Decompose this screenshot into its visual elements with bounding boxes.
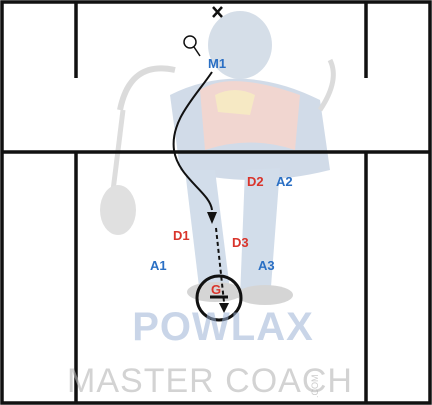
player-a1: A1: [150, 258, 167, 273]
player-goalie: G: [211, 282, 221, 297]
player-a2: A2: [276, 174, 293, 189]
player-d1: D1: [173, 228, 190, 243]
watermark-logo-top: POWLAX: [132, 305, 314, 349]
player-d3: D3: [232, 235, 249, 250]
player-m1: M1: [208, 56, 226, 71]
player-a3: A3: [258, 258, 275, 273]
x-mark-icon: [213, 7, 222, 17]
ball-icon: [184, 36, 200, 56]
player-d2: D2: [247, 174, 264, 189]
watermark-domain-suffix: .COM: [310, 375, 320, 399]
